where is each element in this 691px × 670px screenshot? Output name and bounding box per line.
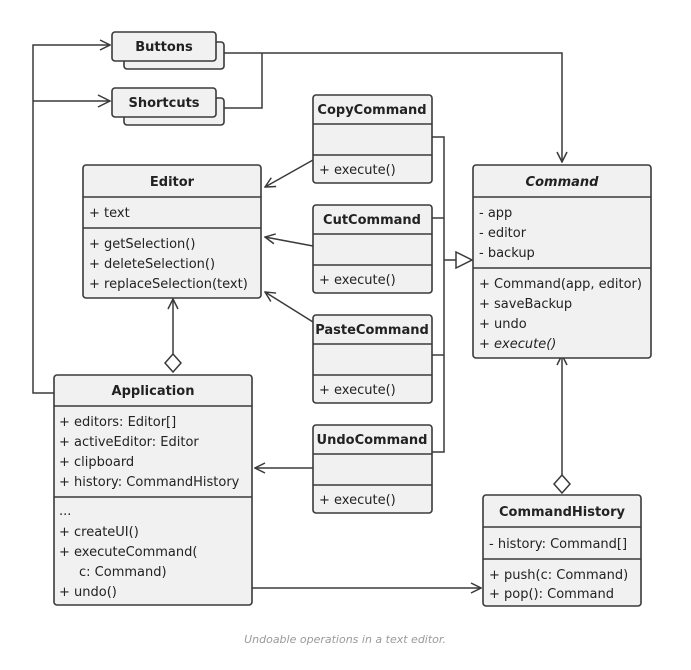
application-field: + editors: Editor[] xyxy=(59,415,176,430)
editor-title: Editor xyxy=(150,175,195,190)
editor-method: + replaceSelection(text) xyxy=(89,277,248,292)
command-history-field: - history: Command[] xyxy=(489,537,627,552)
command-field: - app xyxy=(479,206,512,221)
command-field: - backup xyxy=(479,246,535,261)
command-history-class: CommandHistory - history: Command[] + pu… xyxy=(482,494,642,607)
command-class: Command - app - editor - backup + Comman… xyxy=(472,164,652,359)
copy-command-title: CopyCommand xyxy=(317,103,426,118)
buttons-to-command-arrow xyxy=(224,52,562,162)
command-history-title: CommandHistory xyxy=(499,505,626,520)
application-field: + activeEditor: Editor xyxy=(59,435,199,450)
copy-to-editor-arrow xyxy=(265,159,314,187)
inheritance-bracket xyxy=(432,136,445,453)
application-to-buttons-arrow xyxy=(32,45,110,394)
command-history-method: + push(c: Command) xyxy=(489,568,628,583)
cut-to-editor-arrow xyxy=(265,237,314,247)
application-method: + createUI() xyxy=(59,525,139,540)
application-method: ... xyxy=(59,504,71,519)
application-field: + clipboard xyxy=(59,455,134,470)
command-method: + undo xyxy=(479,317,527,332)
paste-command-method: + execute() xyxy=(319,383,396,398)
buttons-title: Buttons xyxy=(135,40,193,55)
application-method: c: Command) xyxy=(79,565,167,580)
buttons-class: Buttons xyxy=(111,31,225,70)
undo-command-class: UndoCommand + execute() xyxy=(312,424,433,514)
command-history-method: + pop(): Command xyxy=(489,587,614,602)
undo-command-title: UndoCommand xyxy=(317,433,428,448)
copy-command-class: CopyCommand + execute() xyxy=(312,94,433,184)
connectors xyxy=(32,45,572,588)
editor-method: + getSelection() xyxy=(89,237,195,252)
shortcuts-class: Shortcuts xyxy=(111,87,225,126)
paste-to-editor-arrow xyxy=(265,292,314,323)
figure-caption: Undoable operations in a text editor. xyxy=(244,633,446,646)
editor-field: + text xyxy=(89,206,130,221)
shortcuts-title: Shortcuts xyxy=(128,96,199,111)
command-method: + Command(app, editor) xyxy=(479,277,642,292)
editor-method: + deleteSelection() xyxy=(89,257,215,272)
command-field: - editor xyxy=(479,226,527,241)
application-title: Application xyxy=(112,384,195,399)
cut-command-title: CutCommand xyxy=(323,213,421,228)
cut-command-class: CutCommand + execute() xyxy=(312,204,433,294)
command-method: + execute() xyxy=(479,337,556,352)
command-method: + saveBackup xyxy=(479,297,572,312)
cut-command-method: + execute() xyxy=(319,273,396,288)
editor-class: Editor + text + getSelection() + deleteS… xyxy=(82,164,262,299)
command-title: Command xyxy=(526,175,600,190)
application-class: Application + editors: Editor[] + active… xyxy=(53,374,253,606)
paste-command-class: PasteCommand + execute() xyxy=(312,314,433,404)
copy-command-method: + execute() xyxy=(319,163,396,178)
paste-command-title: PasteCommand xyxy=(315,323,429,338)
application-field: + history: CommandHistory xyxy=(59,475,240,490)
application-method: + undo() xyxy=(59,585,117,600)
application-method: + executeCommand( xyxy=(59,545,197,560)
undo-command-method: + execute() xyxy=(319,493,396,508)
